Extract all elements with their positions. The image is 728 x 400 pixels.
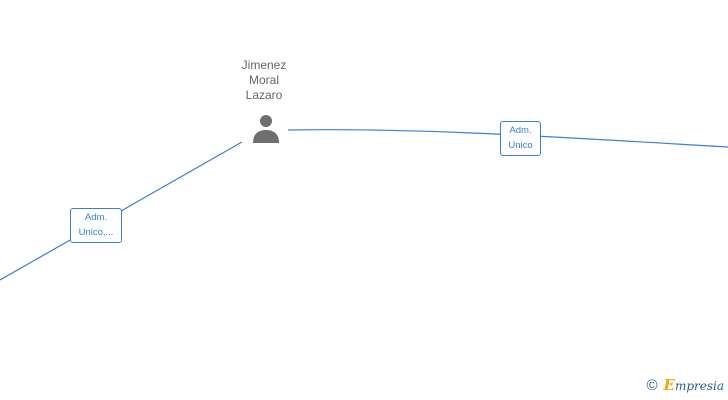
copyright-icon: © <box>646 376 658 394</box>
person-name-line-1: Jimenez <box>241 58 287 72</box>
person-icon[interactable] <box>250 112 282 144</box>
brand-logo: Empresia <box>664 377 725 394</box>
edge-label-right-line-1: Adm. <box>509 125 532 136</box>
edge-right-company[interactable] <box>287 129 728 148</box>
edge-label-left-line-2: Unico,... <box>78 227 114 238</box>
person-node-name[interactable]: Jimenez Moral Lazaro <box>224 58 304 103</box>
person-name-line-3: Lazaro <box>245 88 283 102</box>
edge-label-right[interactable]: Adm. Unico <box>500 121 541 156</box>
edge-label-left[interactable]: Adm. Unico,... <box>70 208 122 243</box>
edge-label-left-line-1: Adm. <box>84 212 108 223</box>
brand-logo-rest: mpresia <box>674 379 724 393</box>
edge-label-right-line-2: Unico <box>508 140 533 151</box>
brand-logo-initial: E <box>663 376 675 394</box>
brand-watermark[interactable]: © Empresia <box>646 377 724 394</box>
person-name-line-2: Moral <box>248 73 279 87</box>
